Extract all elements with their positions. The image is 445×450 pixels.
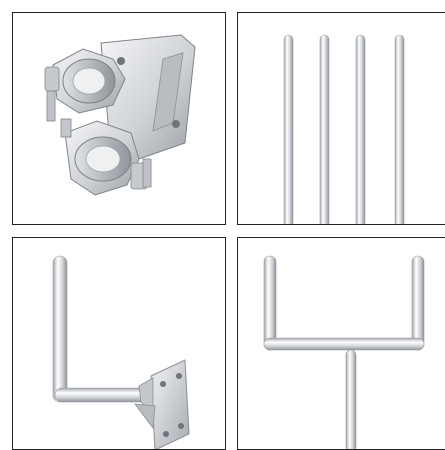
product-tile-wall-mount[interactable] [12,237,226,450]
product-tile-metal-rods[interactable] [237,12,445,225]
l-shaped-wall-mount-icon [52,255,190,449]
product-tile-mast-mount[interactable] [237,237,445,450]
mounting-clamp-bracket-icon [44,34,196,196]
product-tile-clamp-bracket[interactable] [12,12,226,225]
four-metal-rods-icon [283,34,405,224]
u-shaped-mast-mount-icon [263,255,425,449]
